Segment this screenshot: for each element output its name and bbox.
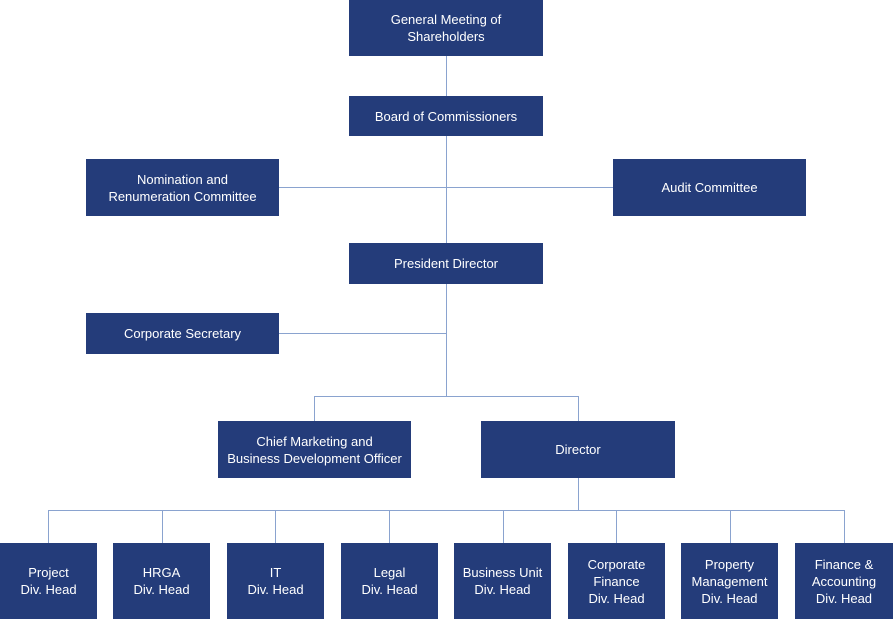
node-division-hrga: HRGA Div. Head	[113, 543, 210, 619]
node-director: Director	[481, 421, 675, 478]
connector-div-5	[503, 510, 504, 543]
connector-director-down	[578, 477, 579, 511]
node-division-project: Project Div. Head	[0, 543, 97, 619]
node-division-it: IT Div. Head	[227, 543, 324, 619]
connector-gms-boc	[446, 56, 447, 96]
node-chief-marketing-officer: Chief Marketing and Business Development…	[218, 421, 411, 478]
connector-to-director	[578, 396, 579, 422]
connector-div-3	[275, 510, 276, 543]
connector-cmo-director	[314, 396, 578, 397]
node-general-meeting-of-shareholders: General Meeting of Shareholders	[349, 0, 543, 56]
connector-div-6	[616, 510, 617, 543]
connector-div-7	[730, 510, 731, 543]
connector-div-2	[162, 510, 163, 543]
node-division-property-management: Property Management Div. Head	[681, 543, 778, 619]
node-division-business-unit: Business Unit Div. Head	[454, 543, 551, 619]
node-audit-committee: Audit Committee	[613, 159, 806, 216]
node-corporate-secretary: Corporate Secretary	[86, 313, 279, 354]
connector-committees	[279, 187, 614, 188]
connector-divisions	[48, 510, 844, 511]
node-president-director: President Director	[349, 243, 543, 284]
connector-president-down	[446, 284, 447, 397]
connector-corp-secretary	[279, 333, 447, 334]
connector-div-1	[48, 510, 49, 543]
connector-boc-president	[446, 135, 447, 244]
connector-to-cmo	[314, 396, 315, 422]
node-board-of-commissioners: Board of Commissioners	[349, 96, 543, 136]
connector-div-8	[844, 510, 845, 543]
node-division-corporate-finance: Corporate Finance Div. Head	[568, 543, 665, 619]
node-division-finance-accounting: Finance & Accounting Div. Head	[795, 543, 893, 619]
connector-div-4	[389, 510, 390, 543]
node-division-legal: Legal Div. Head	[341, 543, 438, 619]
node-nomination-committee: Nomination and Renumeration Committee	[86, 159, 279, 216]
